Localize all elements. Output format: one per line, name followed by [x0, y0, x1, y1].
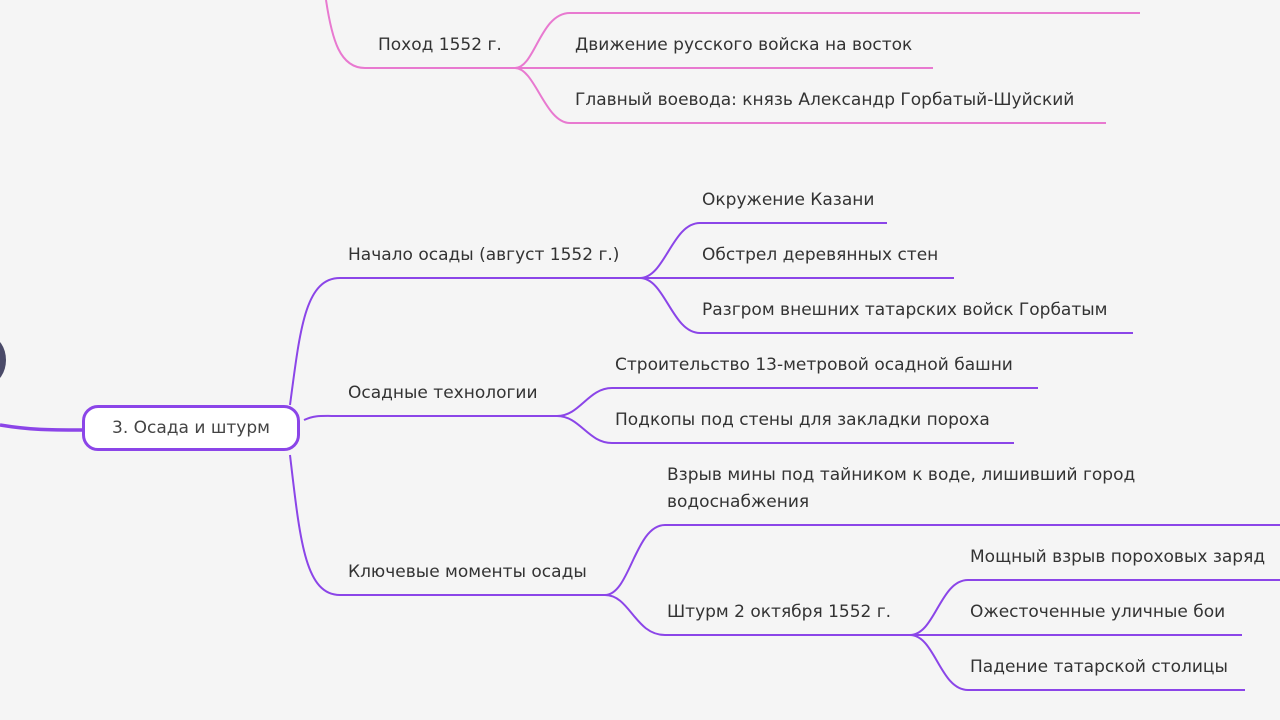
node-siege-tech[interactable]: Осадные технологии: [348, 383, 538, 403]
node-powder-blast[interactable]: Мощный взрыв пороховых заряд: [970, 547, 1266, 567]
pink-connectors: [325, 0, 1140, 124]
node-siege-start[interactable]: Начало осады (август 1552 г.): [348, 245, 620, 265]
node-key-moments[interactable]: Ключевые моменты осады: [348, 562, 587, 582]
node-siege-tower[interactable]: Строительство 13-метровой осадной башни: [615, 355, 1013, 375]
node-encirclement[interactable]: Окружение Казани: [702, 190, 875, 210]
node-mine-explosion-line2: водоснабжения: [667, 492, 810, 512]
node-movement-east[interactable]: Движение русского войска на восток: [575, 35, 913, 55]
section-node-siege[interactable]: 3. Осада и штурм: [82, 405, 300, 451]
node-fall-of-capital[interactable]: Падение татарской столицы: [970, 657, 1228, 677]
node-mine-explosion[interactable]: Взрыв мины под тайником к воде, лишивший…: [667, 462, 1135, 516]
node-mine-explosion-line1: Взрыв мины под тайником к воде, лишивший…: [667, 465, 1136, 485]
node-shelling-walls[interactable]: Обстрел деревянных стен: [702, 245, 939, 265]
node-chief-voivode[interactable]: Главный воевода: князь Александр Горбаты…: [575, 90, 1075, 110]
node-undermining[interactable]: Подкопы под стены для закладки пороха: [615, 410, 990, 430]
section-node-label: 3. Осада и штурм: [112, 418, 270, 438]
node-pokhod-1552[interactable]: Поход 1552 г.: [378, 35, 502, 55]
node-street-fights[interactable]: Ожесточенные уличные бои: [970, 602, 1226, 622]
node-assault-oct-2[interactable]: Штурм 2 октября 1552 г.: [667, 602, 892, 622]
purple-connectors: [0, 222, 1280, 691]
node-defeat-outer-troops[interactable]: Разгром внешних татарских войск Горбатым: [702, 300, 1108, 320]
root-node[interactable]: [0, 337, 6, 383]
